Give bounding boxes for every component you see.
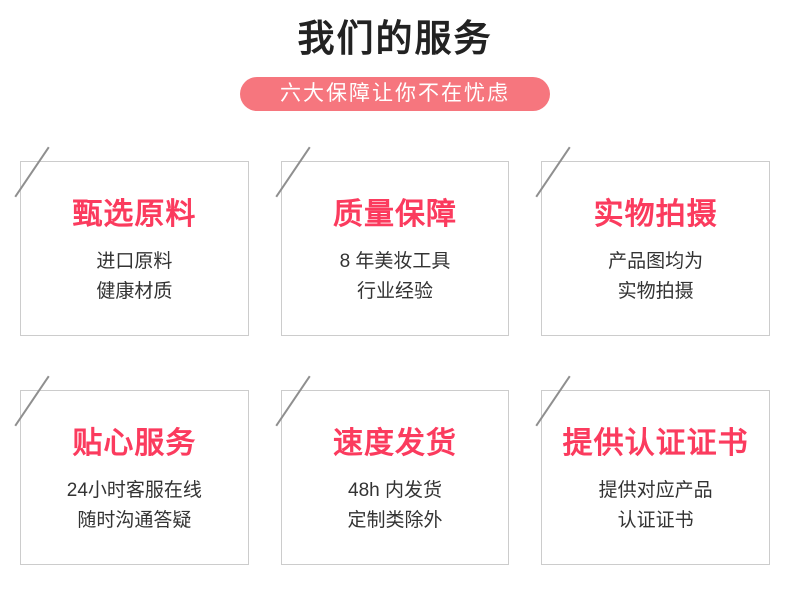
card-description: 8 年美妆工具 行业经验: [282, 247, 509, 307]
card-desc-line: 行业经验: [356, 281, 433, 302]
card-description: 48h 内发货 定制类除外: [282, 476, 509, 536]
service-card-selected-materials: 甄选原料 进口原料 健康材质: [14, 146, 249, 336]
card-desc-line: 24小时客服在线: [66, 480, 202, 501]
service-cards-grid: 甄选原料 进口原料 健康材质 质量保障 8 年美妆工具 行业经验 实物拍摄 产品…: [0, 146, 790, 565]
diagonal-slash-decoration: [275, 375, 311, 427]
card-description: 24小时客服在线 随时沟通答疑: [21, 476, 248, 536]
card-desc-line: 8 年美妆工具: [339, 251, 451, 272]
diagonal-slash-decoration: [14, 375, 50, 427]
card-desc-line: 健康材质: [96, 281, 173, 302]
diagonal-slash-decoration: [535, 146, 571, 198]
card-desc-line: 认证证书: [617, 510, 694, 531]
service-card-caring-service: 贴心服务 24小时客服在线 随时沟通答疑: [14, 375, 249, 565]
service-card-certification: 提供认证证书 提供对应产品 认证证书: [535, 375, 770, 565]
card-desc-line: 定制类除外: [347, 510, 443, 531]
card-desc-line: 48h 内发货: [348, 480, 442, 501]
service-card-fast-shipping: 速度发货 48h 内发货 定制类除外: [275, 375, 510, 565]
card-title: 甄选原料: [72, 198, 197, 231]
diagonal-slash-decoration: [535, 375, 571, 427]
card-description: 提供对应产品 认证证书: [542, 476, 769, 536]
card-desc-line: 提供对应产品: [598, 480, 713, 501]
diagonal-slash-decoration: [275, 146, 311, 198]
card-desc-line: 产品图均为: [608, 251, 704, 272]
card-title: 速度发货: [332, 427, 457, 460]
diagonal-slash-decoration: [14, 146, 50, 198]
card-title: 提供认证证书: [562, 427, 749, 460]
page-title: 我们的服务: [297, 18, 493, 59]
service-card-quality-assurance: 质量保障 8 年美妆工具 行业经验: [275, 146, 510, 336]
badge-row: 六大保障让你不在忧虑: [0, 77, 790, 111]
service-card-real-photos: 实物拍摄 产品图均为 实物拍摄: [535, 146, 770, 336]
card-title: 实物拍摄: [593, 198, 718, 231]
card-description: 产品图均为 实物拍摄: [542, 247, 769, 307]
card-description: 进口原料 健康材质: [21, 247, 248, 307]
subtitle-badge: 六大保障让你不在忧虑: [240, 77, 550, 111]
card-title: 贴心服务: [72, 427, 197, 460]
card-desc-line: 进口原料: [96, 251, 173, 272]
card-title: 质量保障: [332, 198, 457, 231]
card-desc-line: 实物拍摄: [617, 281, 694, 302]
card-desc-line: 随时沟通答疑: [77, 510, 192, 531]
